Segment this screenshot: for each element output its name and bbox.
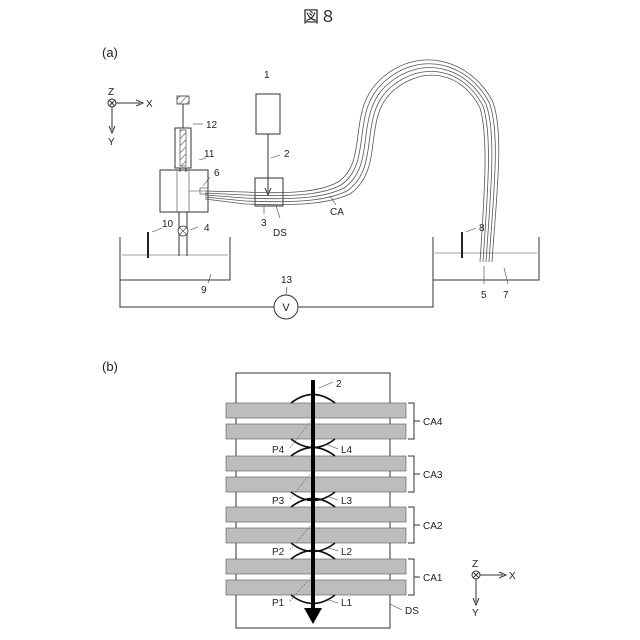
block-11 xyxy=(160,170,208,212)
container-9 xyxy=(120,237,230,280)
voltmeter-label: V xyxy=(282,302,290,314)
ca-label-4: CA1 xyxy=(423,573,443,584)
p-label-1: P4 xyxy=(272,445,285,456)
laser-arrowhead-icon xyxy=(304,608,322,624)
syringe-12 xyxy=(175,96,191,172)
ref-4: 4 xyxy=(204,223,210,234)
ca-label-3: CA2 xyxy=(423,521,443,532)
axis-x-label: X xyxy=(146,99,153,110)
l-label-1: L4 xyxy=(341,445,353,456)
panel-b-label: (b) xyxy=(102,359,118,374)
ref-7: 7 xyxy=(503,290,509,301)
ref-12: 12 xyxy=(206,120,218,131)
axis-y-label-b: Y xyxy=(472,608,479,619)
axis-triad-a: Z X Y xyxy=(108,87,153,148)
ca-brackets xyxy=(408,403,420,595)
axis-z-label-b: Z xyxy=(472,559,478,570)
ref-9: 9 xyxy=(201,285,207,296)
axis-z-label: Z xyxy=(108,87,114,98)
light-source-1 xyxy=(256,94,280,134)
ref-13: 13 xyxy=(281,275,293,286)
ref-2: 2 xyxy=(284,149,290,160)
capillary-bundle-ca xyxy=(205,60,499,262)
wire-right xyxy=(298,262,433,307)
ca-label-2: CA3 xyxy=(423,470,443,481)
wire-left xyxy=(120,262,274,307)
figure-title: 図８ xyxy=(303,9,337,26)
l-label-4: L1 xyxy=(341,598,353,609)
p-label-2: P3 xyxy=(272,496,285,507)
ca-label-1: CA4 xyxy=(423,417,443,428)
ref-3: 3 xyxy=(261,218,267,229)
l-label-2: L3 xyxy=(341,496,353,507)
p-label-4: P1 xyxy=(272,598,285,609)
valve-4 xyxy=(178,226,188,236)
axis-y-label: Y xyxy=(108,137,115,148)
ds-label-b: DS xyxy=(405,606,419,617)
ref-ca: CA xyxy=(330,207,344,218)
panel-a-label: (a) xyxy=(102,45,118,60)
panel-b: (b) xyxy=(102,359,516,628)
panel-a: (a) Z X Y 12 xyxy=(102,45,539,319)
ref-10: 10 xyxy=(162,219,174,230)
ref-ds: DS xyxy=(273,228,287,239)
axis-x-label-b: X xyxy=(509,571,516,582)
arrow-ref-2: 2 xyxy=(336,379,342,390)
ref-8: 8 xyxy=(479,223,485,234)
p-label-3: P2 xyxy=(272,547,285,558)
axis-triad-b: Z X Y xyxy=(472,559,516,619)
ref-5: 5 xyxy=(481,290,487,301)
l-label-3: L2 xyxy=(341,547,353,558)
ref-1: 1 xyxy=(264,70,270,81)
ref-11: 11 xyxy=(204,149,215,160)
ref-6: 6 xyxy=(214,168,220,179)
